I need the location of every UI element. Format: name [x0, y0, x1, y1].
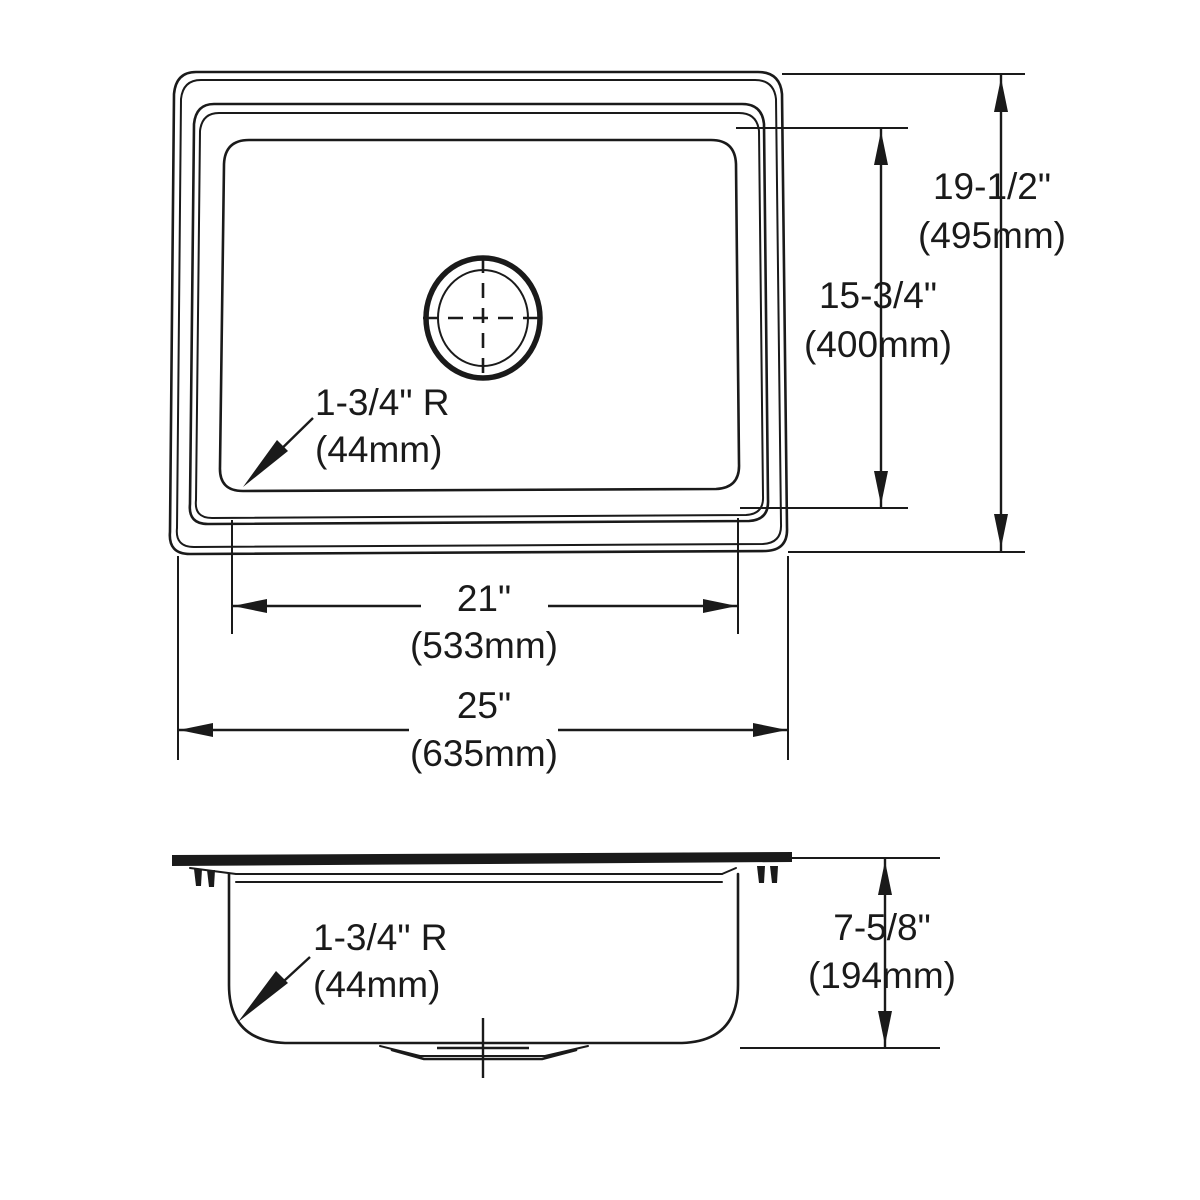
- sink-ledge-inner-edge: [194, 112, 765, 519]
- radius-label-top-metric: (44mm): [315, 429, 442, 470]
- dim-arrow-bowl-width-right: [703, 599, 737, 613]
- sink-ledge-outline: [188, 102, 770, 526]
- overall-width-label-metric: (635mm): [410, 733, 558, 774]
- overall-height-label-metric: (495mm): [918, 215, 1066, 256]
- section-view: 1-3/4" R (44mm): [172, 852, 792, 1078]
- section-inner-lip-right-return: [721, 867, 737, 875]
- dim-arrow-overall-width-left: [179, 723, 213, 737]
- dim-arrow-bowl-width-left: [233, 599, 267, 613]
- depth-label-imperial: 7-5/8": [833, 907, 930, 948]
- dim-arrow-overall-height-top: [994, 78, 1008, 112]
- radius-leader-arrowhead-section: [238, 971, 288, 1022]
- depth-dimension-group: 7-5/8" (194mm): [740, 857, 956, 1049]
- vertical-dimensions-group: 19-1/2" (495mm) 15-3/4" (400mm): [736, 73, 1066, 553]
- overall-height-label-imperial: 19-1/2": [933, 166, 1051, 207]
- dim-arrow-overall-height-bottom: [994, 514, 1008, 548]
- dim-arrow-depth-top: [878, 861, 892, 895]
- depth-label-metric: (194mm): [808, 955, 956, 996]
- radius-label-section-imperial: 1-3/4" R: [313, 917, 447, 958]
- bowl-height-label-imperial: 15-3/4": [819, 275, 937, 316]
- sink-bowl-outline: [218, 138, 741, 493]
- bowl-width-label-metric: (533mm): [410, 625, 558, 666]
- mounting-clip-left-a: [194, 869, 202, 886]
- dim-arrow-depth-bottom: [878, 1011, 892, 1045]
- overall-width-label-imperial: 25": [457, 685, 511, 726]
- radius-leader-arrowhead-top: [243, 440, 288, 487]
- section-bowl-body: [227, 872, 740, 1045]
- mounting-clip-right-b: [770, 866, 778, 883]
- horizontal-dimensions-group: 21" (533mm) 25" (635mm): [177, 518, 789, 774]
- sink-outer-rim-outline: [168, 70, 789, 556]
- radius-label-section-metric: (44mm): [313, 964, 440, 1005]
- radius-label-top-imperial: 1-3/4" R: [315, 382, 449, 423]
- sink-outer-rim-inner-edge: [175, 79, 783, 548]
- top-view: 1-3/4" R (44mm): [168, 70, 789, 556]
- bowl-width-label-imperial: 21": [457, 578, 511, 619]
- dim-arrow-overall-width-right: [753, 723, 787, 737]
- dim-arrow-bowl-height-top: [874, 131, 888, 165]
- mounting-clip-right-a: [757, 866, 765, 883]
- dim-arrow-bowl-height-bottom: [874, 471, 888, 505]
- mounting-clip-left-b: [207, 870, 215, 887]
- bowl-height-label-metric: (400mm): [804, 324, 952, 365]
- section-rim-plate: [172, 852, 792, 866]
